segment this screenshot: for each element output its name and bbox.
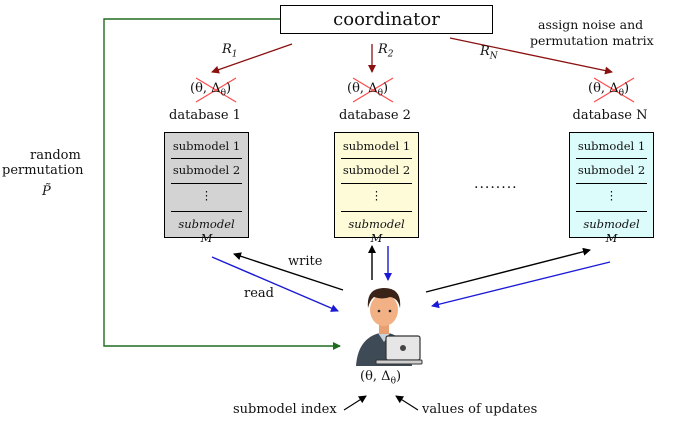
- arrow-r1: [211, 43, 293, 74]
- db2-row-2: submodel 2: [342, 163, 411, 177]
- p-tilde-label: P̃: [42, 184, 51, 199]
- db1-row-m: submodel M: [178, 217, 235, 245]
- rn-label: RN: [480, 44, 498, 62]
- cross-n: [593, 77, 635, 103]
- read-arrow-db1: [211, 256, 339, 312]
- r1-label: R1: [222, 42, 238, 60]
- write-arrow-dbn: [425, 247, 591, 293]
- permutation-line: [103, 18, 341, 350]
- theta-crossed-1: (θ, Δθ): [190, 81, 232, 99]
- cross-2: [352, 77, 394, 103]
- assign-note-line1: assign noise and: [538, 17, 644, 32]
- database-2: submodel 1 submodel 2 ⋮ submodel M: [334, 132, 419, 245]
- r2-label: R2: [378, 42, 394, 60]
- theta-crossed-n: (θ, Δθ): [588, 81, 630, 99]
- theta-crossed-2: (θ, Δθ): [347, 81, 389, 99]
- db2-row-m: submodel M: [348, 217, 405, 245]
- dbn-title: database N: [572, 108, 648, 123]
- values-arrow: [395, 395, 419, 411]
- assign-note-line2: permutation matrix: [530, 33, 654, 48]
- db2-row-vdots: ⋮: [370, 188, 383, 202]
- write-arrow-db1: [233, 252, 344, 291]
- values-of-updates-label: values of updates: [422, 402, 538, 417]
- submodel-index-arrow: [343, 395, 367, 411]
- db1-row-1: submodel 1: [172, 139, 241, 153]
- dbn-row-2: submodel 2: [577, 163, 646, 177]
- cross-1: [195, 77, 237, 103]
- user-avatar: [356, 288, 423, 366]
- db2-title: database 2: [339, 108, 411, 123]
- arrow-rn: [449, 37, 613, 75]
- database-1: submodel 1 submodel 2 ⋮ submodel M: [164, 132, 249, 245]
- permutation-label: permutation: [2, 163, 84, 178]
- dbn-row-1: submodel 1: [577, 139, 646, 153]
- user-theta: (θ, Δθ): [360, 369, 402, 387]
- coordinator-label: coordinator: [333, 9, 440, 30]
- write-label: write: [288, 254, 323, 269]
- submodel-index-label: submodel index: [233, 402, 337, 417]
- random-label: random: [30, 148, 81, 163]
- db1-row-vdots: ⋮: [200, 188, 213, 202]
- database-n: submodel 1 submodel 2 ⋮ submodel M: [569, 132, 654, 245]
- read-arrow-dbn: [431, 261, 611, 309]
- ellipsis: ........: [474, 176, 518, 192]
- db1-row-2: submodel 2: [172, 163, 241, 177]
- dbn-row-m: submodel M: [583, 217, 640, 245]
- db2-row-1: submodel 1: [342, 139, 411, 153]
- coordinator-box: coordinator: [280, 5, 493, 34]
- db1-title: database 1: [169, 108, 241, 123]
- dbn-row-vdots: ⋮: [605, 188, 618, 202]
- read-label: read: [244, 286, 274, 301]
